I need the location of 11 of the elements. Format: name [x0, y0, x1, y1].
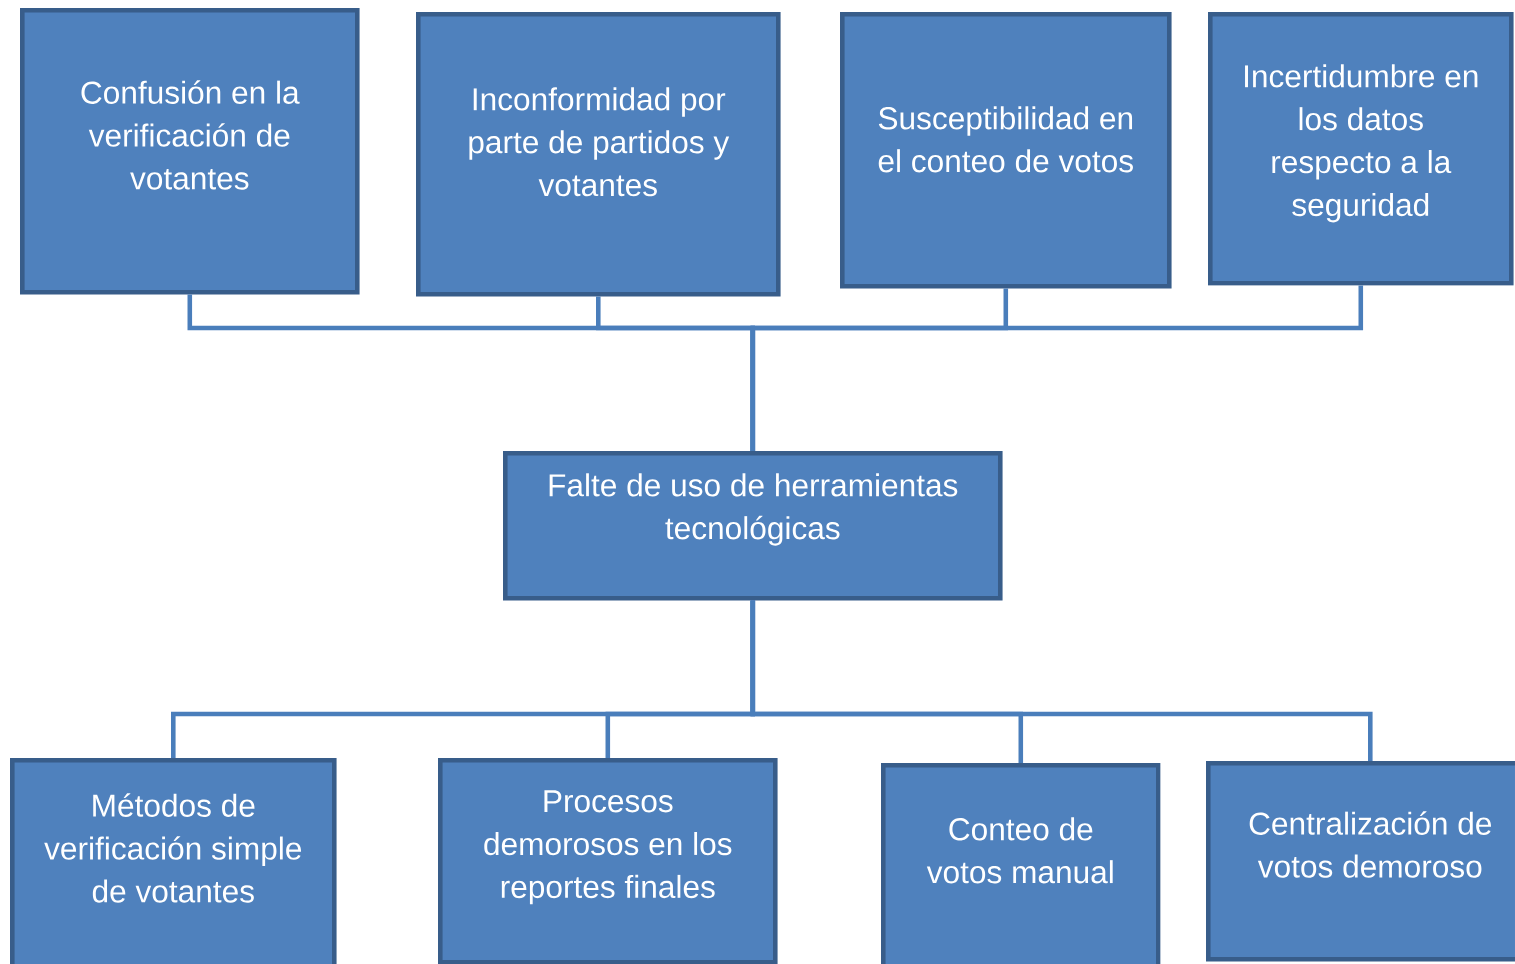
- process-box: Inconformidad por parte de partidos y votantes: [416, 12, 781, 297]
- connector-line: [750, 600, 1373, 761]
- process-box: Susceptibilidad en el conteo de votos: [840, 12, 1172, 289]
- process-box: Falte de uso de herramientas tecnológicas: [503, 451, 1003, 601]
- process-box: Conteo de votos manual: [881, 763, 1161, 964]
- connector-line: [750, 285, 1364, 451]
- process-box: Confusión en la verificación de votantes: [20, 8, 360, 295]
- process-box: Incertidumbre en los datos respecto a la seguridad: [1208, 12, 1514, 286]
- process-box: Procesos demorosos en los reportes finales: [438, 758, 778, 964]
- process-box: Métodos de verificación simple de votantes: [10, 758, 337, 964]
- process-box: Centralización de votos demoroso: [1206, 761, 1515, 962]
